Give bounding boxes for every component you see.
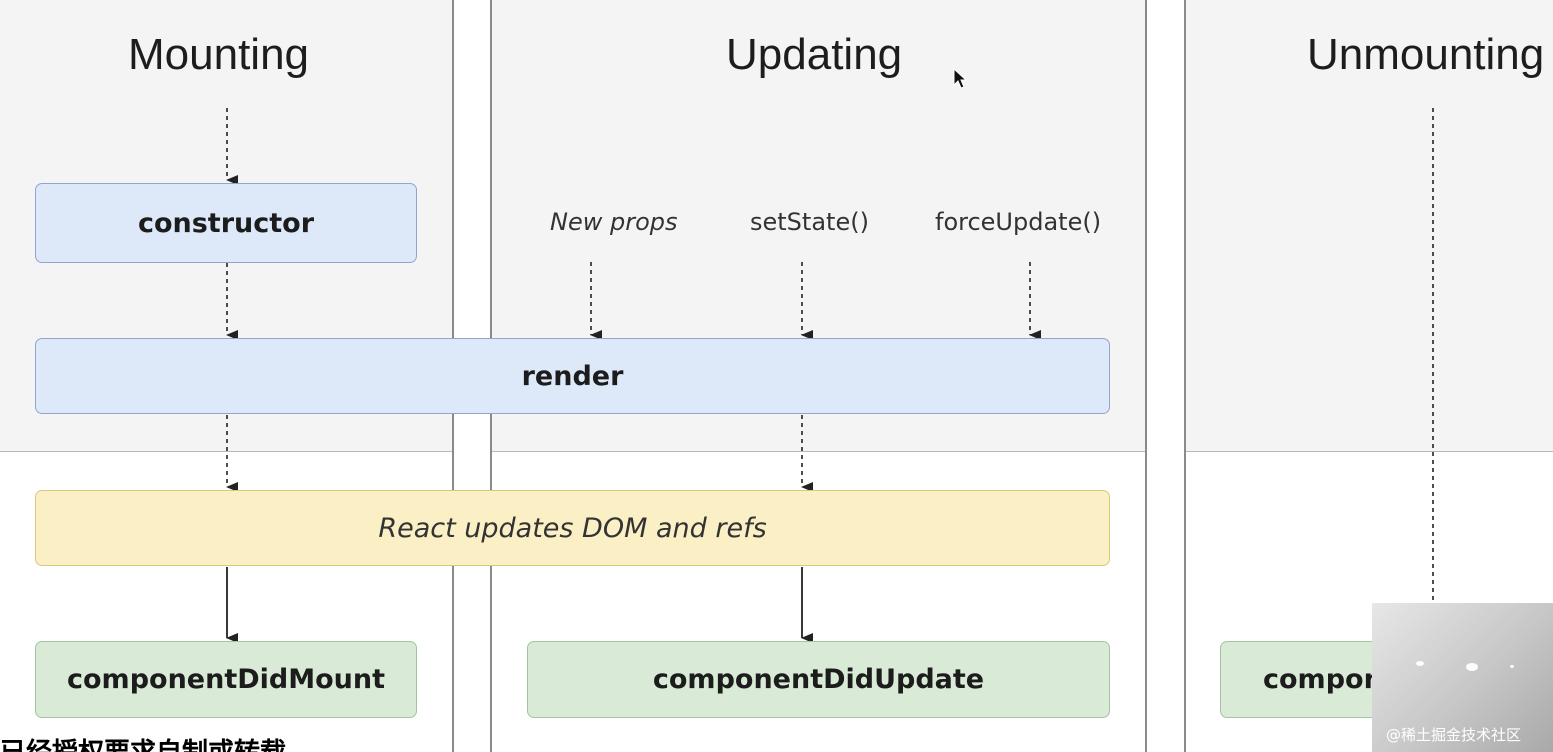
phase-title-mounting: Mounting xyxy=(128,30,310,79)
render-box: render xyxy=(35,338,1110,414)
caption-text: 已经授权要求自制或转载 xyxy=(0,733,400,752)
phase-divider-mounting xyxy=(0,451,452,452)
light-dot xyxy=(1510,665,1514,668)
trigger-new-props: New props xyxy=(550,208,678,236)
phase-divider-updating xyxy=(492,451,1145,452)
dom-update-box: React updates DOM and refs xyxy=(35,490,1110,566)
trigger-force-update: forceUpdate() xyxy=(935,208,1102,236)
did-mount-box: componentDidMount xyxy=(35,641,417,718)
column-border xyxy=(1184,0,1186,752)
unmounting-render-phase-bg xyxy=(1186,0,1553,451)
phase-divider-unmounting xyxy=(1186,451,1553,452)
phase-title-unmounting: Unmounting xyxy=(1307,30,1545,79)
mouse-pointer-icon xyxy=(953,68,967,89)
phase-title-updating: Updating xyxy=(726,30,903,79)
did-update-box: componentDidUpdate xyxy=(527,641,1110,718)
column-border xyxy=(1145,0,1147,752)
site-watermark: @稀土掘金技术社区 xyxy=(1386,726,1522,744)
constructor-box: constructor xyxy=(35,183,417,263)
light-dot xyxy=(1466,663,1478,671)
video-thumbnail xyxy=(1372,603,1553,752)
light-dot xyxy=(1416,661,1424,666)
trigger-set-state: setState() xyxy=(750,208,869,236)
